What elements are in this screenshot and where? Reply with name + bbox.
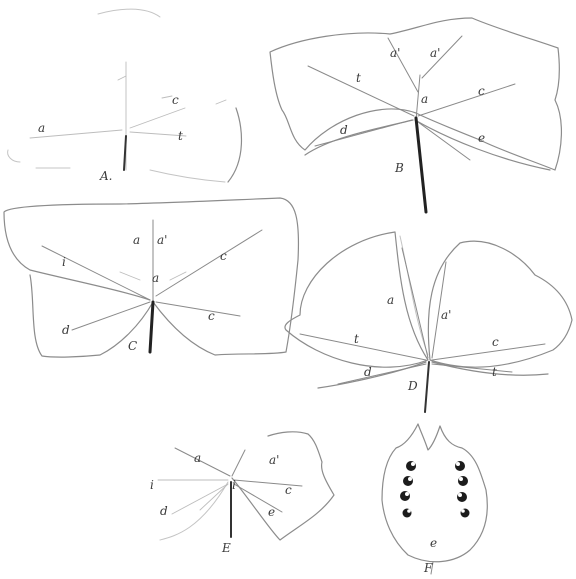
spot-highlight <box>459 477 463 481</box>
leaf-f-label-e: e <box>430 536 437 550</box>
leaf-c-label-c-upper: c <box>220 249 227 263</box>
leaf-e-vein-a2 <box>232 450 245 476</box>
figure-d-label: D <box>407 379 418 393</box>
leaf-a-label-a: a <box>38 121 45 135</box>
spot-highlight <box>405 492 409 496</box>
leaf-d-stalk <box>425 362 429 412</box>
figure-e: a a' i i c d e E <box>150 432 334 555</box>
spot <box>458 476 468 486</box>
figure-a-label: A. <box>99 169 112 183</box>
leaf-f-spots-right <box>455 461 470 518</box>
leaf-d-label-a: a <box>387 293 394 307</box>
leaf-f-spots-left <box>400 461 416 518</box>
leaf-e-label-i-center: i <box>232 478 236 492</box>
leaf-c-vein-f <box>120 272 140 280</box>
figure-d: a a' t c d t D <box>285 232 572 412</box>
leaf-b-vein-d <box>315 120 412 146</box>
figure-f: e F <box>382 424 487 575</box>
leaf-c-label-a: a <box>152 271 159 285</box>
leaf-e-label-d: d <box>160 504 168 518</box>
leaf-e-outline-left <box>160 482 228 540</box>
leaf-b-lower-right-lobe <box>415 120 550 170</box>
spot-highlight <box>456 462 460 466</box>
leaf-c-label-i: i <box>62 255 66 269</box>
leaf-d-label-t-right: t <box>492 365 497 379</box>
leaf-b-vein-c <box>418 84 515 116</box>
leaf-b-label-a: a <box>421 92 428 106</box>
leaf-b-vein-b <box>308 66 414 116</box>
leaf-e-label-i: i <box>150 478 154 492</box>
leaf-b-label-a2-left: a' <box>390 46 400 60</box>
leaf-c-stalk <box>150 302 153 352</box>
spot <box>455 461 465 471</box>
leaf-d-right-lower <box>432 362 548 375</box>
spot-highlight <box>408 477 412 481</box>
leaf-d-vein-b <box>300 334 426 360</box>
figure-b-label: B <box>394 161 404 175</box>
leaf-e-label-c: c <box>285 483 292 497</box>
leaf-b-label-e: e <box>478 131 485 145</box>
leaf-d-label-c: c <box>492 335 499 349</box>
leaf-a-label-t: t <box>178 129 183 143</box>
leaf-e-outline <box>232 432 334 540</box>
leaf-b-label-a2-right: a' <box>430 46 440 60</box>
leaf-d-label-d: d <box>364 365 372 379</box>
spot-highlight <box>411 462 415 466</box>
leaf-b-vein-a <box>416 75 420 120</box>
leaf-d-label-a2: a' <box>441 308 451 322</box>
leaf-a-vein-small <box>162 96 172 98</box>
leaf-c-label-d: d <box>62 323 70 337</box>
leaf-a-outline-right <box>228 108 241 182</box>
leaf-c-label-c-lower: c <box>208 309 215 323</box>
figure-c: a a' i c a c d C <box>4 198 298 357</box>
leaf-e-label-a2: a' <box>269 453 279 467</box>
leaf-b-vein-e <box>418 122 470 160</box>
leaf-d-vein-a <box>402 248 428 358</box>
leaf-e-label-a: a <box>194 451 201 465</box>
spot-highlight <box>461 509 465 513</box>
leaf-b-outline <box>270 18 561 170</box>
leaf-a-vein-c <box>130 108 185 128</box>
leaf-a-vein-upper <box>118 76 126 80</box>
leaf-a-outline-bottom-right <box>150 170 225 182</box>
leaf-c-label-a2: a' <box>157 233 167 247</box>
spot <box>400 491 410 501</box>
spot <box>457 492 467 502</box>
leaf-b-label-c: c <box>478 84 485 98</box>
leaf-d-right-lobe <box>428 241 572 367</box>
leaf-b-label-d: d <box>340 123 348 137</box>
leaf-d-label-t-left: t <box>354 332 359 346</box>
leaf-b-vein-a2-right <box>422 36 462 78</box>
leaf-b-lower-left-lobe <box>305 120 413 155</box>
spot <box>406 461 416 471</box>
leaf-c-label-a-upper: a <box>133 233 140 247</box>
figure-a: c a t A. <box>8 9 242 183</box>
leaf-d-vein-c <box>432 344 545 360</box>
spot <box>403 476 413 486</box>
spot-highlight <box>407 509 411 513</box>
figure-b: a' a' t a c d e B <box>270 18 561 212</box>
leaf-e-label-e: e <box>268 505 275 519</box>
leaf-a-vein-right <box>216 100 226 104</box>
leaf-a-outline-left <box>8 150 20 162</box>
leaf-b-label-t: t <box>356 71 361 85</box>
leaf-c-vein-d <box>72 302 150 330</box>
leaf-b-stalk <box>416 118 426 212</box>
leaf-c-vein-b <box>42 246 150 300</box>
figure-e-label: E <box>221 541 231 555</box>
leaf-c-vein-e <box>156 302 240 316</box>
figure-f-label: F <box>423 561 433 575</box>
leaf-d-left-lobe <box>285 232 428 367</box>
leaf-e-vein-a <box>175 448 230 476</box>
leaf-e-vein-c <box>234 480 302 486</box>
leaf-a-outline-top <box>98 9 160 17</box>
figure-c-label: C <box>128 339 137 353</box>
spot-highlight <box>458 493 462 497</box>
leaf-c-vein-c <box>156 230 262 296</box>
leaf-a-label-c: c <box>172 93 179 107</box>
